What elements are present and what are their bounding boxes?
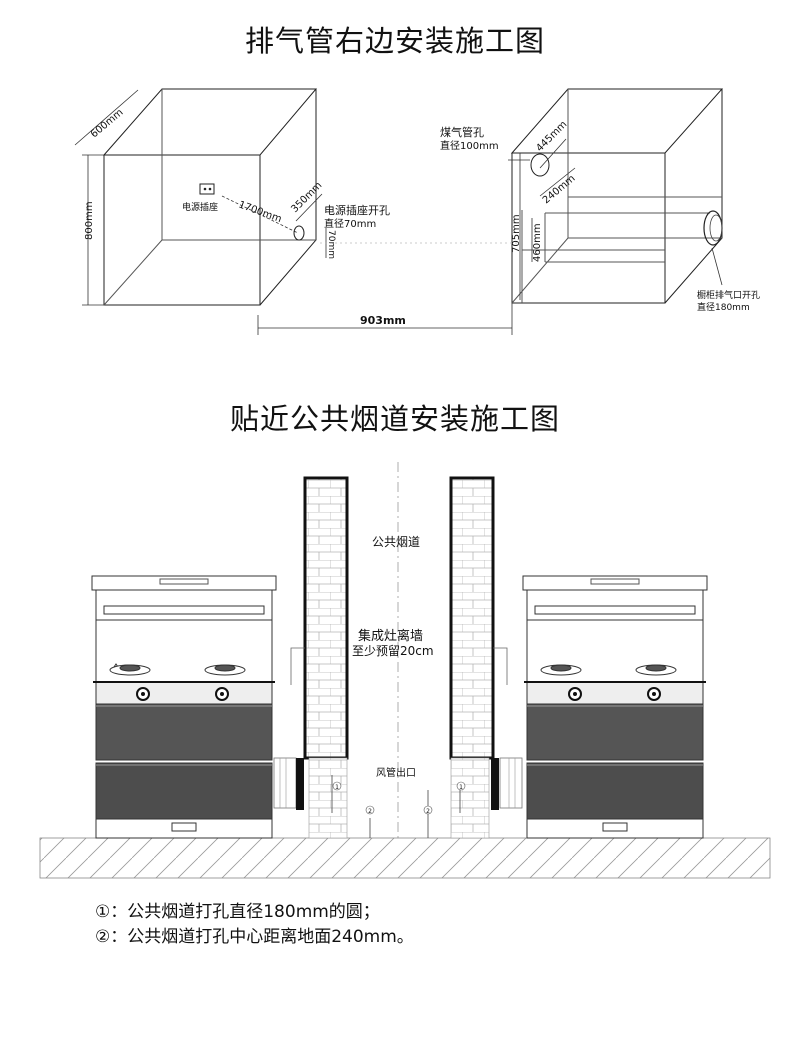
integrated-stove-left <box>91 575 277 839</box>
marker-2-right-label: 2 <box>426 808 430 815</box>
marker-2-right <box>423 805 433 815</box>
label-460mm: 460mm <box>532 223 543 262</box>
marker-1-left-label: 1 <box>335 784 339 791</box>
flue-base-left <box>308 757 348 839</box>
gas-pipe-hole <box>530 153 550 177</box>
socket-hole <box>293 225 305 241</box>
label-height-800mm: 800mm <box>84 201 95 240</box>
socket-icon <box>199 183 215 195</box>
diagram-title-exhaust-right: 排气管右边安装施工图 <box>244 24 545 58</box>
label-socket-hole-70mm: 70mm <box>326 230 336 259</box>
note-2: ②：公共烟道打孔中心距离地面240mm。 <box>95 927 414 947</box>
label-gas-hole-diameter: 直径100mm <box>440 139 499 152</box>
duct-outlet-right <box>491 757 523 810</box>
label-depth-600mm: 600mm <box>89 107 126 140</box>
wall-gap-indicators <box>290 647 508 685</box>
label-exhaust-hole-title: 橱柜排气口开孔 <box>697 289 760 301</box>
note-1: ①：公共烟道打孔直径180mm的圆； <box>95 902 380 922</box>
marker-leaders <box>331 775 461 838</box>
marker-1-left <box>332 781 342 791</box>
marker-2-left-label: 2 <box>368 808 372 815</box>
dimension-lines-diagram1 <box>74 89 723 335</box>
label-gas-hole-title: 煤气管孔 <box>440 125 484 139</box>
marker-2-left <box>365 805 375 815</box>
label-socket-hole-diameter: 直径70mm <box>324 217 376 230</box>
marker-1-right-label: 1 <box>459 784 463 791</box>
flue-wall-left <box>303 476 349 760</box>
label-705mm: 705mm <box>511 214 522 253</box>
label-socket: 电源插座 <box>182 201 218 213</box>
duct-outlet-left <box>273 757 304 810</box>
cabinet-left <box>102 88 318 306</box>
label-gas-445mm: 445mm <box>534 119 569 154</box>
label-gap-line1: 集成灶离墙 <box>358 628 423 644</box>
label-exhaust-hole-diameter: 直径180mm <box>697 301 750 313</box>
label-width-903mm: 903mm <box>360 314 406 327</box>
label-exhaust-240mm: 240mm <box>541 173 578 206</box>
label-gap-line2: 至少预留20cm <box>352 644 434 658</box>
marker-1-right <box>456 781 466 791</box>
cabinet-right <box>510 88 724 304</box>
label-public-flue: 公共烟道 <box>372 535 420 549</box>
installation-notes: ①：公共烟道打孔直径180mm的圆； ②：公共烟道打孔中心距离地面240mm。 <box>95 900 414 950</box>
integrated-stove-right <box>522 575 708 839</box>
flue-base-right <box>450 757 490 839</box>
flue-wall-right <box>449 476 495 760</box>
diagram-title-public-flue: 贴近公共烟道安装施工图 <box>229 402 560 436</box>
label-duct-outlet: 风管出口 <box>376 766 416 779</box>
floor <box>39 837 771 879</box>
label-socket-hole-title: 电源插座开孔 <box>324 203 390 217</box>
